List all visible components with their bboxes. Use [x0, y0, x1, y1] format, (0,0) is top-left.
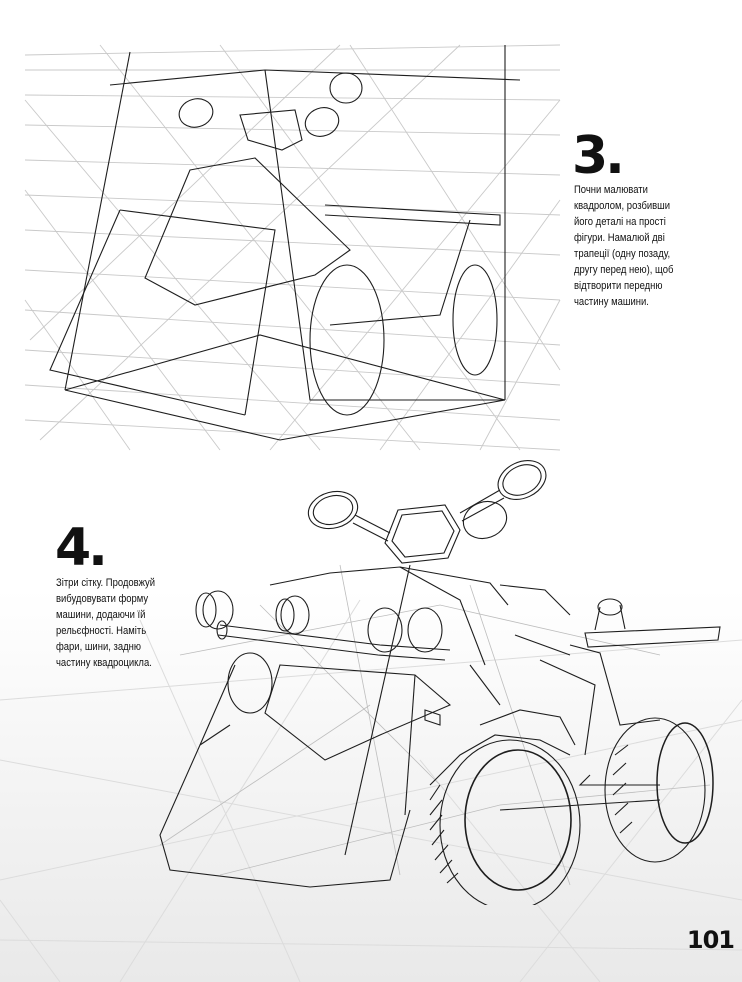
step4-text-line: частину квадроцикла. — [56, 657, 152, 669]
step4-number: 4. — [55, 518, 108, 578]
step3-text-line: його деталі на прості — [574, 216, 666, 228]
step4-text-line: вибудовувати форму — [56, 593, 149, 605]
step4-text-line: рельєфності. Наміть — [56, 625, 147, 637]
step3-sketch — [24, 44, 561, 451]
step3-text-line: квадролом, розбивши — [574, 200, 671, 212]
step3-number: 3. — [572, 126, 625, 186]
step3-text-line: Почни малювати — [574, 184, 648, 196]
rear-rack — [584, 626, 721, 648]
right-mirror — [497, 460, 547, 500]
step3-text-line: фігури. Намалюй дві — [574, 232, 665, 244]
headlight-left — [367, 607, 403, 653]
step4-sketch — [159, 460, 721, 905]
front-tire-outer — [439, 739, 581, 905]
step3-text-line: відтворити передню — [574, 280, 663, 292]
front-tire-face — [464, 749, 572, 891]
step3-text-line: трапеції (одну позаду, — [574, 248, 671, 260]
left-mirror — [307, 490, 359, 530]
rear-tire-face — [656, 722, 714, 844]
left-outer-light — [202, 590, 234, 630]
step4-text-line: Зітри сітку. Продовжуй — [56, 577, 156, 589]
step3-description: Почни малювати квадролом, розбивши його … — [574, 182, 673, 310]
perspective-grid — [24, 44, 561, 451]
box-construction — [49, 45, 521, 441]
rear-tire-outer — [604, 717, 706, 863]
step4-text-line: фари, шини, задню — [56, 641, 141, 653]
step3-text-line: частину машини. — [574, 296, 649, 308]
step4-description: Зітри сітку. Продовжуй вибудовувати форм… — [56, 575, 155, 671]
front-light-housing — [384, 504, 461, 564]
front-left-light — [227, 652, 273, 714]
page-number: 101 — [686, 926, 735, 954]
step3-text-line: другу перед нею), щоб — [574, 264, 674, 276]
step4-text-line: машини, додаючи їй — [56, 609, 146, 621]
atv-outline — [159, 460, 721, 905]
faint-construction-lines — [159, 564, 711, 886]
headlight-right — [407, 607, 443, 653]
